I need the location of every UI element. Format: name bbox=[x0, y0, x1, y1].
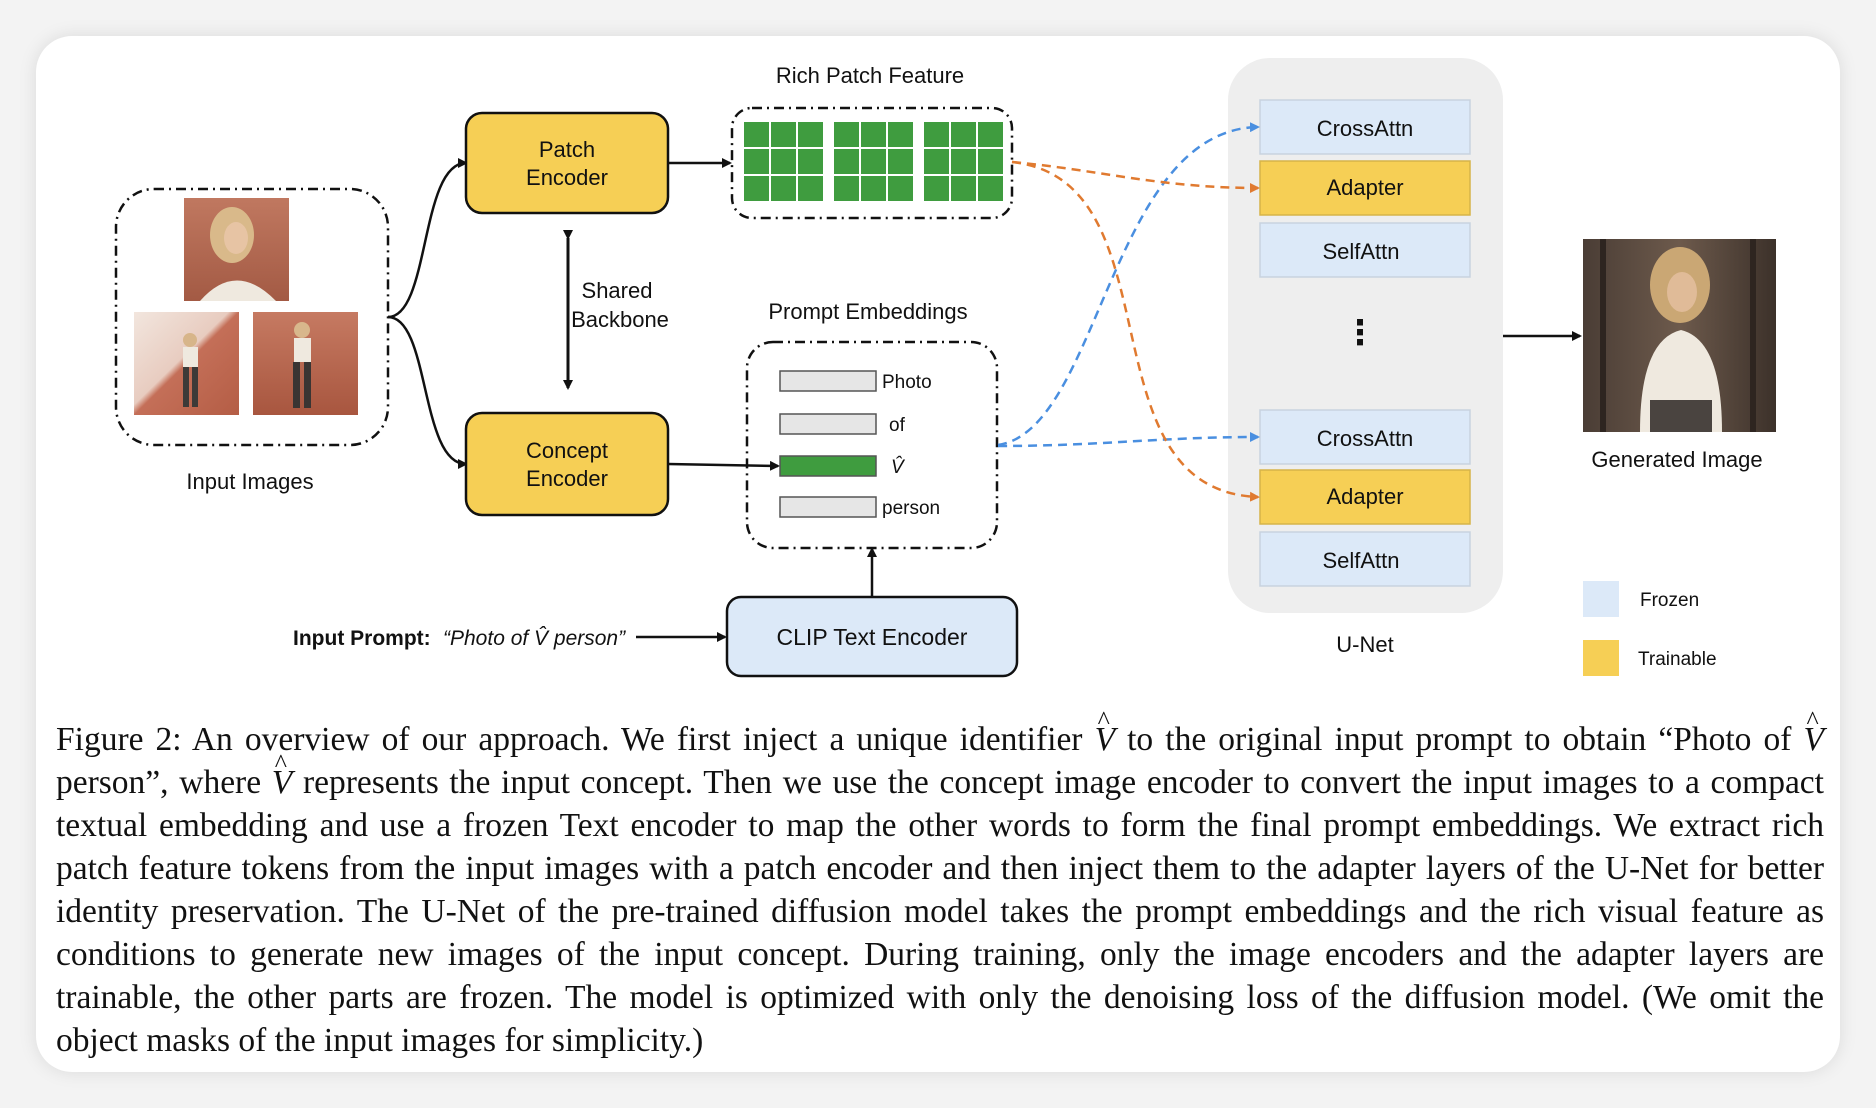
patch-encoder-label-line2: Encoder bbox=[526, 165, 608, 190]
token-embedding-of bbox=[779, 413, 877, 435]
unet-top-adapter-label: Adapter bbox=[1326, 175, 1403, 200]
unet-bottom-selfattn bbox=[1259, 531, 1471, 587]
token-label-vhat: V̂ bbox=[891, 456, 906, 478]
patch-cell bbox=[834, 122, 859, 147]
token-embedding-vhat bbox=[779, 455, 877, 477]
unet-top-crossattn-label: CrossAttn bbox=[1317, 116, 1414, 141]
patch-cell bbox=[834, 149, 859, 174]
patch-cell bbox=[744, 122, 769, 147]
caption-vhat-3: V bbox=[272, 742, 292, 804]
shared-backbone-label-line1: Shared bbox=[582, 278, 653, 303]
patch-cell bbox=[834, 176, 859, 201]
patch-cell bbox=[924, 149, 949, 174]
patch-cell bbox=[888, 176, 913, 201]
unet-label: U-Net bbox=[1336, 632, 1393, 657]
input-images-label: Input Images bbox=[186, 469, 313, 494]
orange-arrow-to-top-adapter bbox=[1011, 160, 1260, 193]
patch-cell bbox=[888, 122, 913, 147]
method-diagram: Input Images Patch Encoder Concept Encod… bbox=[114, 58, 1776, 678]
input-prompt-value: “Photo of V̂ person” bbox=[443, 627, 626, 650]
unet-bottom-crossattn bbox=[1259, 409, 1471, 465]
concept-encoder-label-line2: Encoder bbox=[526, 466, 608, 491]
patch-cell bbox=[861, 122, 886, 147]
rich-patch-feature-group bbox=[730, 106, 1014, 220]
patch-cell bbox=[771, 149, 796, 174]
token-label-person: person bbox=[882, 498, 940, 519]
patch-cell bbox=[924, 176, 949, 201]
token-label-of: of bbox=[889, 415, 906, 436]
unet-top-selfattn bbox=[1259, 222, 1471, 278]
arrow-concept-encoder-to-vhat bbox=[667, 460, 780, 471]
caption-part-1: Figure 2: An overview of our approach. W… bbox=[56, 721, 1095, 758]
legend-frozen-swatch bbox=[1583, 581, 1619, 617]
prompt-embeddings-label: Prompt Embeddings bbox=[768, 299, 967, 324]
legend-trainable-swatch bbox=[1583, 640, 1619, 676]
patch-cell bbox=[951, 176, 976, 201]
patch-cell bbox=[951, 122, 976, 147]
patch-cell bbox=[978, 122, 1003, 147]
caption-vhat-1: V bbox=[1095, 699, 1115, 761]
patch-cell bbox=[798, 176, 823, 201]
legend-frozen-label: Frozen bbox=[1640, 590, 1699, 611]
legend-trainable-label: Trainable bbox=[1638, 649, 1717, 670]
figure-caption: Figure 2: An overview of our approach. W… bbox=[56, 699, 1824, 1062]
patch-cell bbox=[744, 149, 769, 174]
concept-encoder-label-line1: Concept bbox=[526, 438, 608, 463]
caption-part-3: person”, where bbox=[56, 764, 272, 801]
caption-part-4: represents the input concept. Then we us… bbox=[56, 764, 1824, 1059]
patch-cell bbox=[888, 149, 913, 174]
generated-image-label: Generated Image bbox=[1591, 447, 1762, 472]
unet-bottom-adapter-label: Adapter bbox=[1326, 484, 1403, 509]
shared-backbone-label-line2: Backbone bbox=[571, 307, 669, 332]
blue-arrow-to-bottom-crossattn bbox=[997, 432, 1260, 448]
patch-cell bbox=[861, 149, 886, 174]
patch-cell bbox=[924, 122, 949, 147]
generated-image bbox=[1583, 239, 1776, 432]
patch-cell bbox=[771, 122, 796, 147]
token-label-photo: Photo bbox=[882, 372, 932, 393]
patch-cell bbox=[744, 176, 769, 201]
arrow-images-to-patch-encoder bbox=[387, 158, 468, 319]
patch-cell bbox=[978, 149, 1003, 174]
patch-cell bbox=[861, 176, 886, 201]
patch-cell bbox=[798, 122, 823, 147]
unet-bottom-adapter bbox=[1259, 469, 1471, 525]
input-photo-full-left bbox=[134, 312, 239, 415]
concept-encoder-box bbox=[464, 411, 670, 517]
unet-bottom-crossattn-label: CrossAttn bbox=[1317, 426, 1414, 451]
patch-cell bbox=[951, 149, 976, 174]
token-embedding-person bbox=[779, 496, 877, 518]
rich-patch-feature-grids bbox=[744, 122, 1003, 201]
patch-cell bbox=[978, 176, 1003, 201]
caption-vhat-2: V bbox=[1804, 699, 1824, 761]
blue-arrow-to-top-crossattn bbox=[997, 122, 1260, 447]
arrow-images-to-concept-encoder bbox=[387, 315, 468, 469]
unet-bottom-selfattn-label: SelfAttn bbox=[1322, 548, 1399, 573]
figure-card bbox=[36, 36, 1840, 1072]
input-photo-full-right bbox=[253, 312, 358, 415]
orange-arrow-to-bottom-adapter bbox=[1011, 160, 1260, 502]
patch-encoder-label-line1: Patch bbox=[539, 137, 595, 162]
unet-top-adapter bbox=[1259, 160, 1471, 216]
token-embedding-photo bbox=[779, 370, 877, 392]
input-photo-portrait bbox=[184, 198, 289, 301]
patch-cell bbox=[771, 176, 796, 201]
rich-patch-feature-label: Rich Patch Feature bbox=[776, 63, 964, 88]
input-prompt-label: Input Prompt: bbox=[293, 627, 431, 650]
patch-cell bbox=[798, 149, 823, 174]
caption-part-2: to the original input prompt to obtain “… bbox=[1115, 721, 1804, 758]
clip-text-encoder-label: CLIP Text Encoder bbox=[777, 624, 968, 650]
patch-encoder-box bbox=[464, 111, 670, 215]
unet-ellipsis: ⋮ bbox=[1343, 314, 1377, 352]
unet-top-crossattn bbox=[1259, 99, 1471, 155]
unet-top-selfattn-label: SelfAttn bbox=[1322, 239, 1399, 264]
